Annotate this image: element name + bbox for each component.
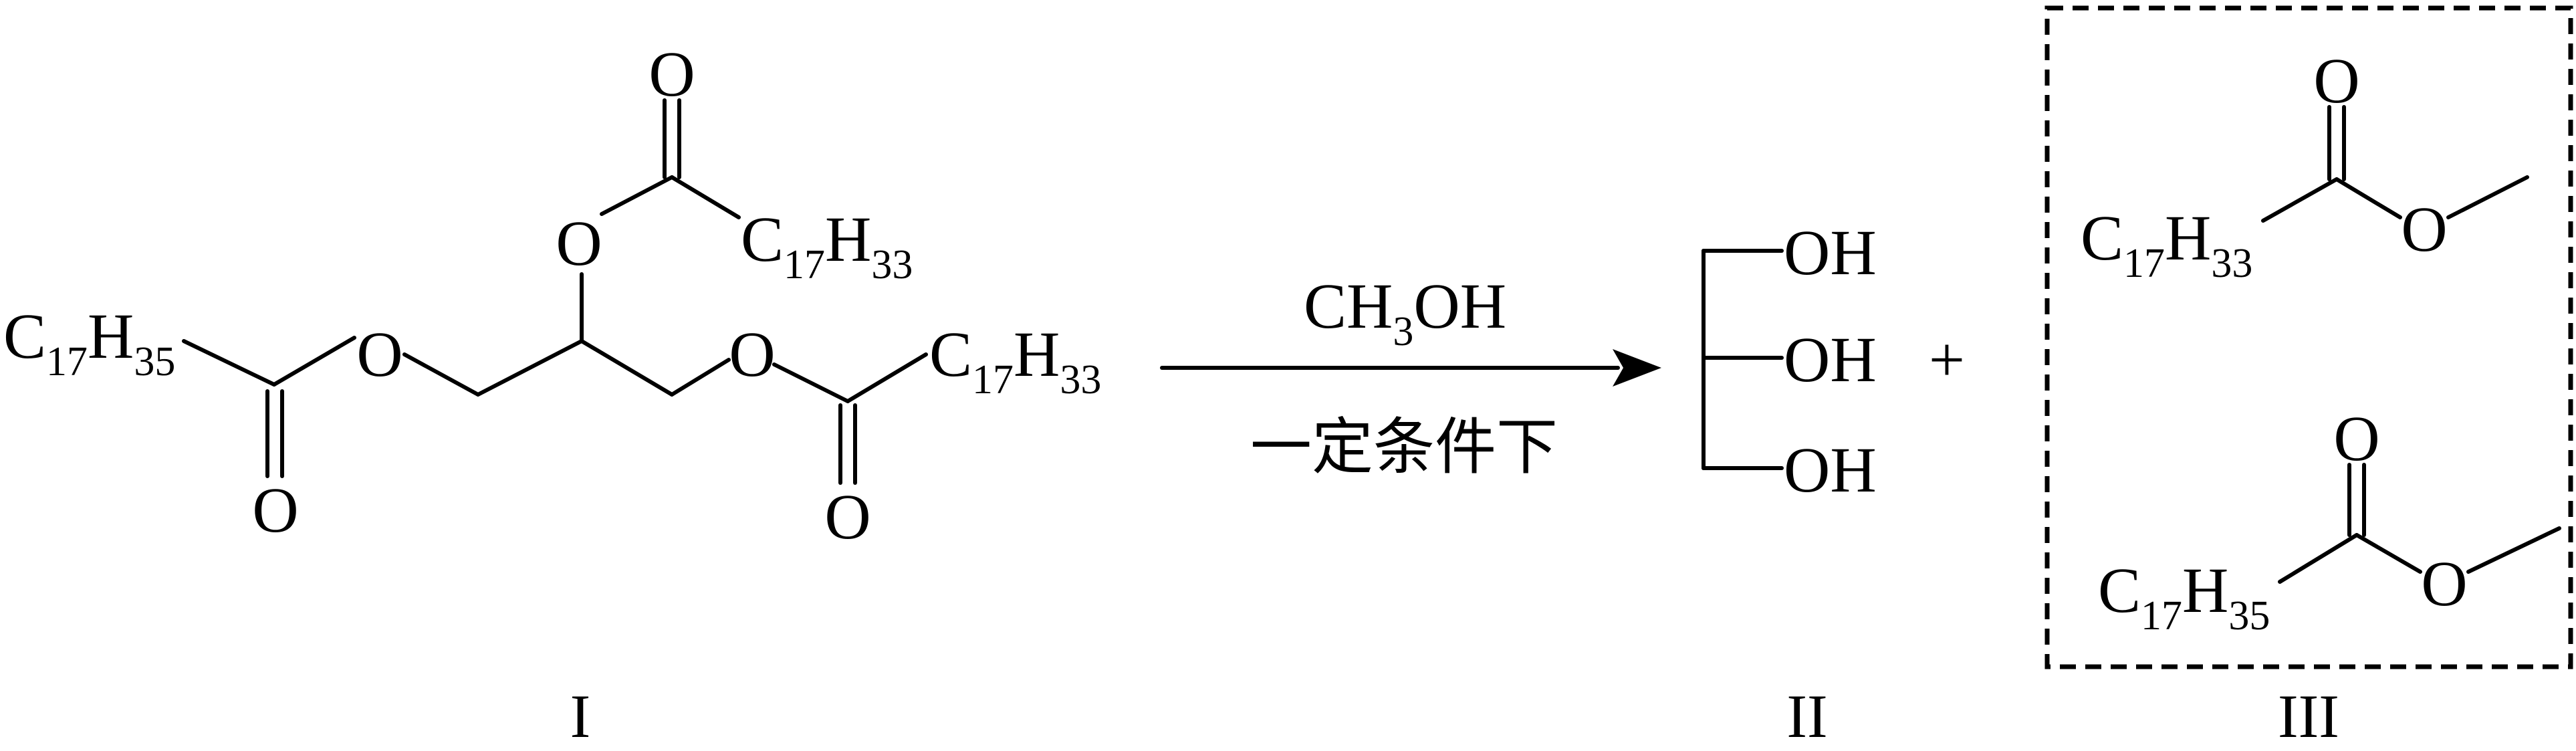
dashed-box <box>2044 5 2573 669</box>
substituent-c17h33: C17H33 <box>741 203 913 288</box>
bond <box>846 352 928 403</box>
hydroxyl-group: OH <box>1784 434 1877 506</box>
oxygen-atom: O <box>824 481 870 552</box>
oxygen-atom: O <box>2401 193 2447 265</box>
oxygen-atom: O <box>252 474 298 546</box>
compound-I: O O O O O O C17H35 C17H33 C17H33 I <box>3 38 1101 750</box>
substituent-c17h33: C17H33 <box>929 318 1101 403</box>
bond <box>600 175 674 216</box>
oxygen-atom: O <box>729 318 775 390</box>
bond <box>2278 533 2359 584</box>
bond <box>2355 533 2422 574</box>
bond <box>2261 177 2339 223</box>
oxygen-atom: O <box>2421 548 2467 619</box>
bond <box>182 339 276 387</box>
reaction-condition: 一定条件下 <box>1250 413 1558 481</box>
substituent-c17h35: C17H35 <box>3 300 175 385</box>
bond <box>402 352 480 397</box>
reaction-arrow: CH3OH 一定条件下 <box>1160 270 1661 481</box>
hydroxyl-group: OH <box>1784 324 1877 395</box>
reagent-methanol: CH3OH <box>1304 270 1506 354</box>
oxygen-atom: O <box>356 318 402 390</box>
compound-label: II <box>1786 682 1827 750</box>
hydroxyl-group: OH <box>1784 217 1877 288</box>
bond <box>580 339 674 397</box>
bond <box>476 339 584 397</box>
oxygen-atom: O <box>2313 45 2359 116</box>
oxygen-atom: O <box>649 38 695 110</box>
bond <box>772 362 850 403</box>
bond <box>670 175 741 219</box>
bond <box>2335 177 2402 219</box>
arrow-head <box>1613 349 1661 387</box>
bond <box>2446 175 2529 219</box>
compound-III: O O C17H33 O O C17H35 III <box>2044 5 2573 750</box>
bond <box>272 336 356 387</box>
oxygen-atom: O <box>556 207 602 279</box>
bond <box>670 358 731 397</box>
substituent-c17h35: C17H35 <box>2098 554 2270 639</box>
oxygen-atom: O <box>2333 403 2379 474</box>
bond <box>2466 526 2561 574</box>
compound-II: OH OH OH II <box>1702 217 1877 750</box>
plus-sign: + <box>1929 324 1965 395</box>
compound-label: III <box>2278 682 2339 750</box>
substituent-c17h33: C17H33 <box>2081 202 2252 286</box>
compound-label: I <box>570 682 591 750</box>
